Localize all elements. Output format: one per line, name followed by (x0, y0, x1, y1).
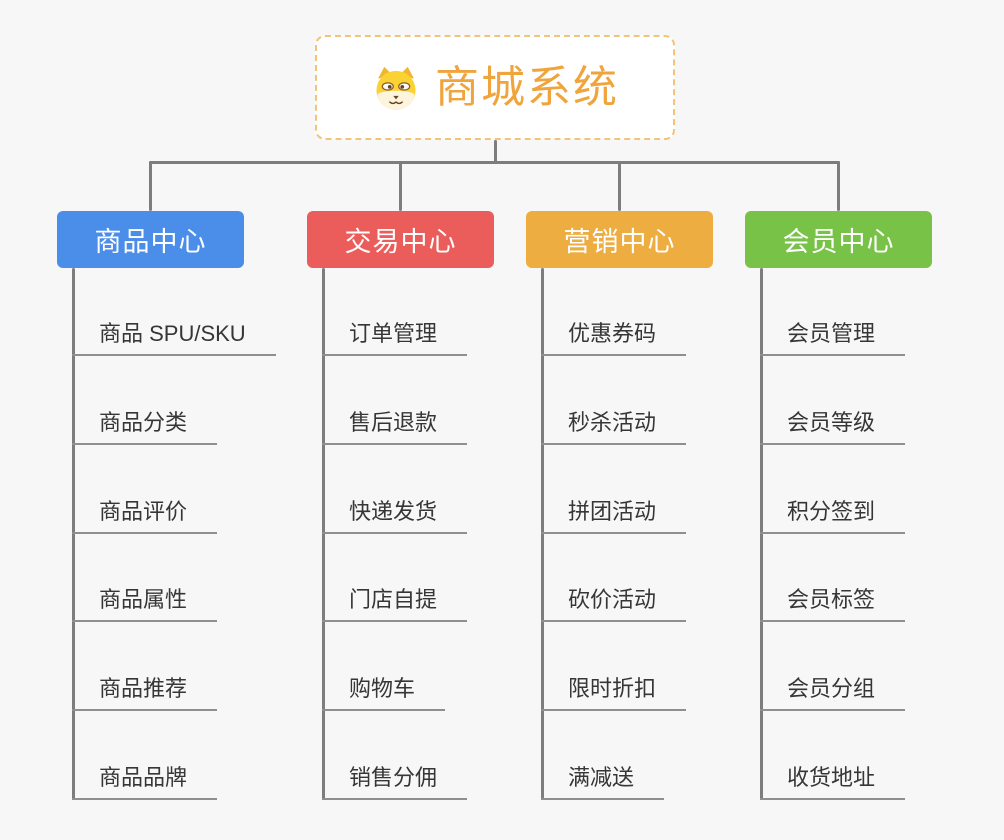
subtopic[interactable]: 商品品牌 (72, 760, 218, 800)
branch-drop-line-0 (149, 161, 152, 211)
subtopic[interactable]: 满减送 (541, 760, 665, 800)
subtopic[interactable]: 会员管理 (760, 316, 906, 356)
subtopic[interactable]: 优惠券码 (541, 316, 687, 356)
branch-spine-line (760, 268, 763, 800)
branch-node[interactable]: 商品中心 (57, 211, 244, 268)
subtopic[interactable]: 商品评价 (72, 494, 218, 534)
branch-node[interactable]: 会员中心 (745, 211, 932, 268)
subtopic[interactable]: 商品属性 (72, 582, 218, 623)
subtopic[interactable]: 限时折扣 (541, 671, 687, 712)
branch-spine-line (322, 268, 325, 800)
branch-drop-line-2 (618, 161, 621, 211)
branch-spine-line (541, 268, 544, 800)
subtopic[interactable]: 销售分佣 (322, 760, 468, 800)
subtopic[interactable]: 会员分组 (760, 671, 906, 712)
branch-drop-line-1 (399, 161, 402, 211)
subtopic[interactable]: 订单管理 (322, 316, 468, 356)
subtopic[interactable]: 购物车 (322, 671, 446, 712)
doge-icon (376, 66, 416, 110)
branch-drop-line-3 (837, 161, 840, 211)
branch-spine-line (72, 268, 75, 800)
subtopic[interactable]: 积分签到 (760, 494, 906, 534)
branch-node[interactable]: 营销中心 (526, 211, 713, 268)
root-node[interactable]: 商城系统 (315, 35, 675, 140)
subtopic[interactable]: 商品分类 (72, 405, 218, 445)
subtopic[interactable]: 会员等级 (760, 405, 906, 445)
subtopic[interactable]: 门店自提 (322, 582, 468, 623)
subtopic[interactable]: 收货地址 (760, 760, 906, 800)
horizontal-rail-line (149, 161, 840, 164)
subtopic[interactable]: 会员标签 (760, 582, 906, 623)
root-stem-line (493, 140, 497, 164)
subtopic[interactable]: 售后退款 (322, 405, 468, 445)
subtopic[interactable]: 秒杀活动 (541, 405, 687, 445)
subtopic[interactable]: 拼团活动 (541, 494, 687, 534)
subtopic[interactable]: 砍价活动 (541, 582, 687, 623)
subtopic[interactable]: 商品推荐 (72, 671, 218, 712)
subtopic[interactable]: 快递发货 (322, 494, 468, 534)
subtopic[interactable]: 商品 SPU/SKU (72, 316, 276, 356)
root-title: 商城系统 (435, 62, 619, 112)
branch-node[interactable]: 交易中心 (307, 211, 494, 268)
